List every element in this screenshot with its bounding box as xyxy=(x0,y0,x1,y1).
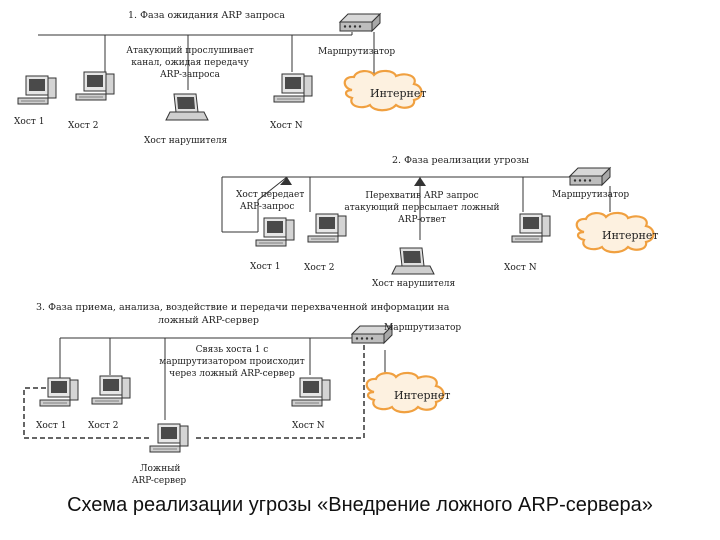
phase1-host-2-label: Хост 2 xyxy=(68,121,98,131)
phase1-host-1-label: Хост 1 xyxy=(14,117,44,127)
phase3-host-1-label: Хост 1 xyxy=(36,421,66,431)
phase2-router-label: Маршрутизатор xyxy=(552,190,629,200)
phase3-router-label: Маршрутизатор xyxy=(384,323,461,333)
phase2-attacker-note-1: Перехватив ARP запрос xyxy=(365,191,478,201)
phase1-attacker-note-3: ARP-запроса xyxy=(159,70,220,80)
phase2-attacker-note-2: атакующий пересылает ложный xyxy=(344,203,499,213)
phase2-internet-label: Интернет xyxy=(602,229,659,242)
host-1-icon xyxy=(255,217,295,247)
phase3-link-note-3: через ложный ARP-сервер xyxy=(169,369,295,379)
host-2-icon xyxy=(75,71,115,101)
phase3-fake-server-label-2: ARP-сервер xyxy=(131,476,186,486)
phase2-host-2-label: Хост 2 xyxy=(304,263,334,273)
host-n-icon xyxy=(291,377,331,407)
phase2-host-n-label: Хост N xyxy=(504,263,537,273)
phase1-router-label: Маршрутизатор xyxy=(318,47,395,57)
router-icon xyxy=(339,13,381,32)
phase1: 1. Фаза ожидания ARP запроса Маршрутизат… xyxy=(14,10,427,146)
phase2-host-note-2: ARP-запрос xyxy=(239,202,294,212)
host-2-icon xyxy=(307,213,347,243)
phase2-attacker-label: Хост нарушителя xyxy=(372,279,456,289)
phase3: 3. Фаза приема, анализа, воздействие и п… xyxy=(23,302,461,486)
attacker-laptop-icon xyxy=(165,93,209,121)
attacker-laptop-icon xyxy=(391,247,435,275)
host-2-icon xyxy=(91,375,131,405)
phase1-internet-label: Интернет xyxy=(370,87,427,100)
phase1-title: 1. Фаза ожидания ARP запроса xyxy=(128,10,285,21)
phase3-host-n-label: Хост N xyxy=(292,421,325,431)
phase1-attacker-note-2: канал, ожидая передачу xyxy=(131,58,249,68)
phase3-link-note-1: Связь хоста 1 с xyxy=(196,345,269,355)
phase2-title: 2. Фаза реализации угрозы xyxy=(392,155,529,166)
phase1-host-n-label: Хост N xyxy=(270,121,303,131)
host-n-icon xyxy=(511,213,551,243)
phase2-host-note-1: Хост передает xyxy=(236,190,304,200)
phase3-host-2-label: Хост 2 xyxy=(88,421,118,431)
phase2-attacker-note-3: ARP-ответ xyxy=(397,215,446,225)
router-icon xyxy=(569,167,611,186)
host-1-icon xyxy=(17,75,57,105)
phase3-link-note-2: маршрутизатором происходит xyxy=(159,357,304,367)
phase1-attacker-note-1: Атакующий прослушивает xyxy=(126,46,253,56)
host-n-icon xyxy=(273,73,313,103)
figure-caption: Схема реализации угрозы «Внедрение ложно… xyxy=(67,494,653,516)
phase3-fake-server-label-1: Ложный xyxy=(140,464,180,474)
phase2-host-1-label: Хост 1 xyxy=(250,262,280,272)
fake-arp-server-icon xyxy=(149,423,189,453)
phase3-title-2: ложный ARP-сервер xyxy=(158,315,259,326)
host-1-icon xyxy=(39,377,79,407)
phase1-attacker-label: Хост нарушителя xyxy=(144,136,228,146)
phase3-internet-label: Интернет xyxy=(394,389,451,402)
phase2: 2. Фаза реализации угрозы Маршрутизатор … xyxy=(221,155,659,289)
phase3-title-1: 3. Фаза приема, анализа, воздействие и п… xyxy=(36,302,450,313)
